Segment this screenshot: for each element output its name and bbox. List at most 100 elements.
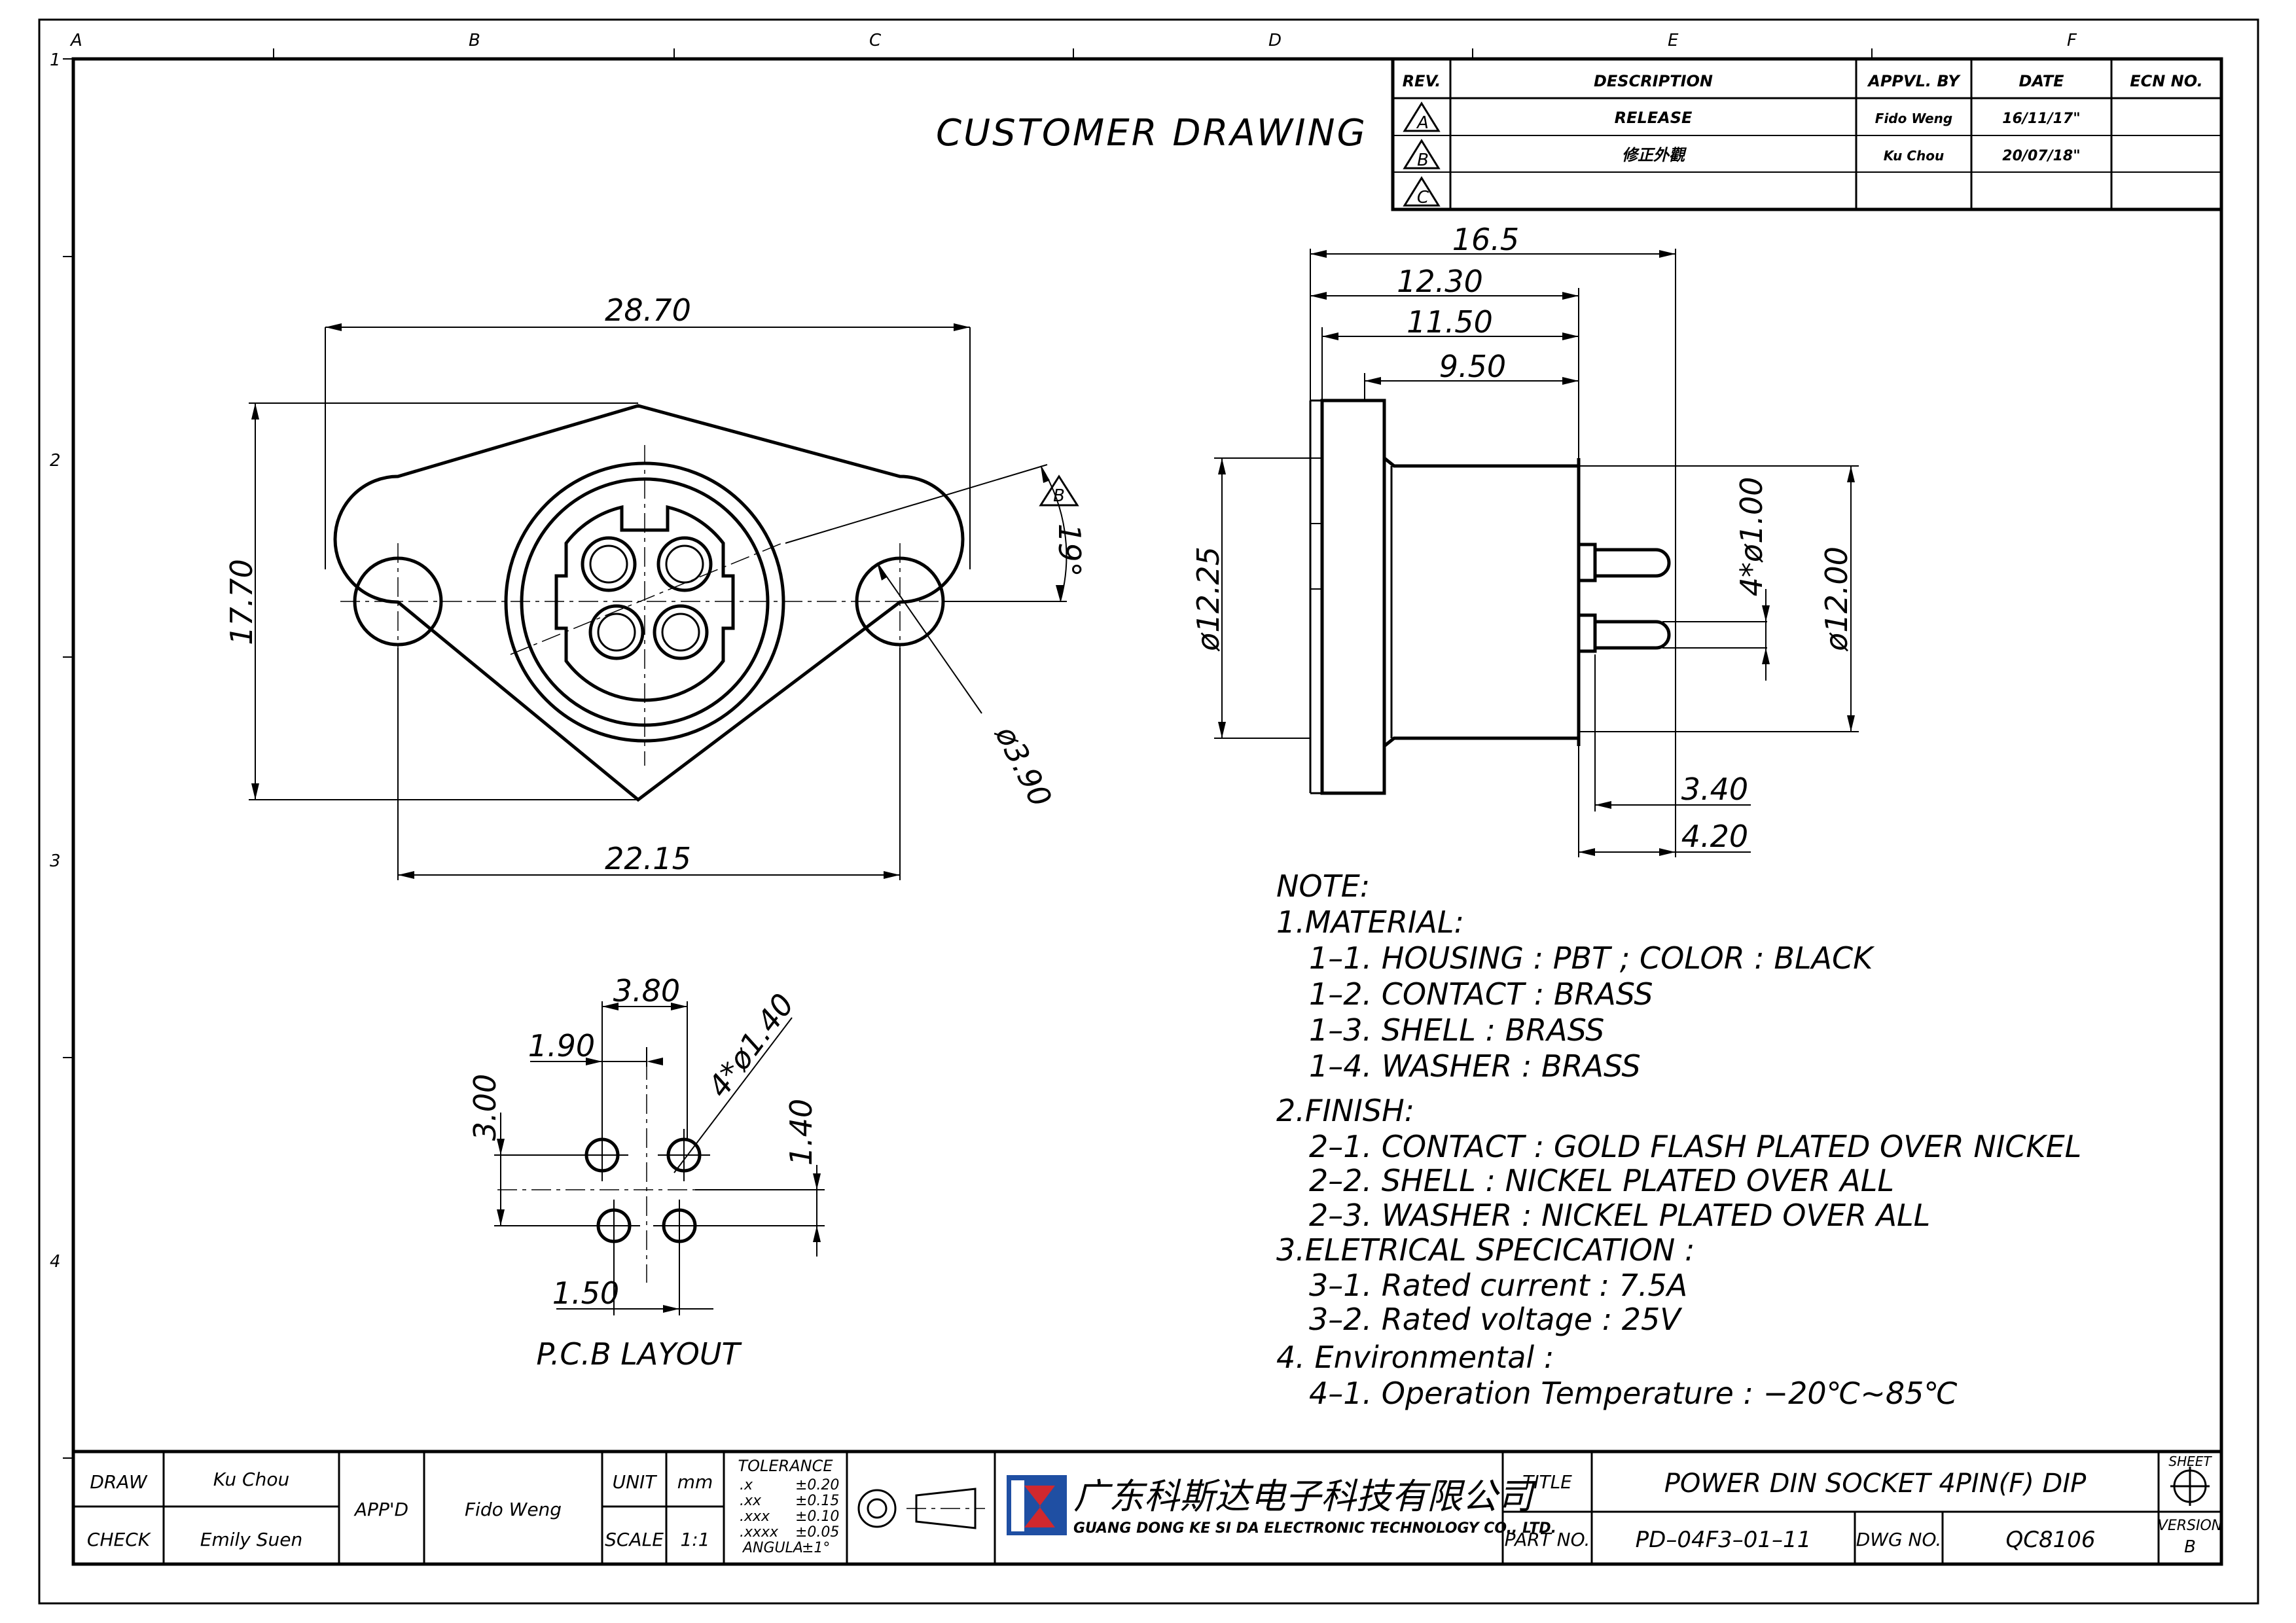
check-label: CHECK bbox=[87, 1529, 152, 1550]
rev-triangles bbox=[1403, 101, 1441, 207]
zone-row-2: 2 bbox=[50, 451, 61, 471]
zone-row-4: 4 bbox=[50, 1252, 61, 1272]
rev-b-date: 20/07/18" bbox=[2002, 148, 2080, 164]
rev-a-approved: Fido Weng bbox=[1875, 111, 1952, 126]
dim-22-15: 22.15 bbox=[605, 841, 691, 876]
dim-9-50: 9.50 bbox=[1439, 349, 1506, 384]
tol-value: ±0.05 bbox=[795, 1524, 839, 1541]
draw-value: Ku Chou bbox=[213, 1469, 289, 1490]
dim-3-00: 3.00 bbox=[467, 1074, 503, 1141]
tol-key: .xxxx bbox=[740, 1524, 779, 1541]
note-line: NOTE: bbox=[1276, 868, 1370, 904]
version-value: B bbox=[2184, 1537, 2196, 1557]
zone-col-d: D bbox=[1268, 31, 1282, 50]
scale-label: SCALE bbox=[605, 1529, 664, 1550]
dim-body-dia: ø12.00 bbox=[1819, 546, 1854, 652]
part-no-value: PD–04F3–01–11 bbox=[1636, 1527, 1812, 1553]
angle-rev-letter: B bbox=[1053, 486, 1065, 506]
dim-hole-dia: ø3.90 bbox=[988, 720, 1059, 813]
note-line: 4–1. Operation Temperature : −20℃~85℃ bbox=[1309, 1376, 1958, 1411]
scale-value: 1:1 bbox=[680, 1529, 709, 1550]
tolerance-label: TOLERANCE bbox=[738, 1457, 833, 1475]
rev-header-rev: REV. bbox=[1403, 72, 1441, 90]
rev-a-description: RELEASE bbox=[1615, 109, 1693, 127]
note-line: 1–2. CONTACT : BRASS bbox=[1309, 976, 1653, 1012]
pcb-layout-label: P.C.B LAYOUT bbox=[536, 1336, 742, 1372]
zone-ticks bbox=[63, 48, 1873, 1459]
rev-b-approved: Ku Chou bbox=[1884, 148, 1945, 164]
dim-angle: 19° bbox=[1052, 524, 1087, 577]
version-label: VERSION bbox=[2158, 1518, 2222, 1534]
pcb-layout bbox=[494, 1001, 825, 1315]
title-block bbox=[71, 1450, 2223, 1566]
dim-4-20: 4.20 bbox=[1681, 819, 1748, 854]
appd-value: Fido Weng bbox=[465, 1499, 562, 1520]
tol-key: ANGULA bbox=[742, 1540, 803, 1556]
tol-value: ±1° bbox=[802, 1540, 830, 1556]
zone-col-a: A bbox=[69, 31, 82, 50]
dim-28-70: 28.70 bbox=[605, 293, 691, 328]
zone-col-b: B bbox=[469, 31, 480, 50]
dim-1-50: 1.50 bbox=[552, 1275, 619, 1311]
front-view bbox=[249, 323, 1079, 880]
note-line: 3.ELETRICAL SPECICATION : bbox=[1276, 1232, 1695, 1268]
rev-b-description: 修正外觀 bbox=[1622, 146, 1687, 164]
unit-label: UNIT bbox=[613, 1471, 658, 1493]
dim-16-5: 16.5 bbox=[1452, 222, 1519, 257]
tol-key: .xxx bbox=[740, 1508, 770, 1525]
note-line: 2–3. WASHER : NICKEL PLATED OVER ALL bbox=[1309, 1198, 1930, 1233]
tol-key: .x bbox=[740, 1477, 753, 1493]
dim-3-40: 3.40 bbox=[1681, 772, 1748, 807]
inner-border bbox=[71, 57, 2223, 1566]
title-label: TITLE bbox=[1522, 1471, 1572, 1493]
unit-value: mm bbox=[677, 1471, 713, 1493]
zone-row-1: 1 bbox=[50, 50, 61, 70]
company-name-cn: 广东科斯达电子科技有限公司 bbox=[1073, 1476, 1536, 1517]
tolerance-list: .x ±0.20 .xx ±0.15 .xxx ±0.10 .xxxx ±0.0… bbox=[740, 1477, 839, 1556]
appd-label: APP'D bbox=[353, 1499, 408, 1520]
page-title: CUSTOMER DRAWING bbox=[936, 112, 1367, 154]
dim-3-80: 3.80 bbox=[613, 973, 680, 1008]
sheet-label: SHEET bbox=[2168, 1454, 2212, 1469]
drawing-title: POWER DIN SOCKET 4PIN(F) DIP bbox=[1664, 1469, 2087, 1499]
side-view bbox=[1214, 249, 1859, 857]
dim-flange-dia: ø12.25 bbox=[1191, 546, 1226, 652]
zone-col-f: F bbox=[2067, 31, 2077, 50]
note-line: 2–2. SHELL : NICKEL PLATED OVER ALL bbox=[1309, 1163, 1894, 1198]
rev-c-letter: C bbox=[1417, 188, 1429, 207]
rev-a-letter: A bbox=[1416, 113, 1429, 133]
rev-a-date: 16/11/17" bbox=[2002, 111, 2080, 127]
part-no-label: PART NO. bbox=[1505, 1529, 1590, 1550]
tol-value: ±0.10 bbox=[795, 1508, 839, 1525]
note-line: 1–4. WASHER : BRASS bbox=[1309, 1048, 1641, 1084]
rev-header-date: DATE bbox=[2019, 72, 2065, 90]
company-name-en: GUANG DONG KE SI DA ELECTRONIC TECHNOLOG… bbox=[1073, 1520, 1556, 1537]
note-line: 1–3. SHELL : BRASS bbox=[1309, 1012, 1604, 1048]
check-value: Emily Suen bbox=[200, 1529, 303, 1550]
zone-col-c: C bbox=[869, 31, 882, 50]
zone-row-3: 3 bbox=[50, 851, 61, 871]
dim-17-70: 17.70 bbox=[224, 559, 259, 645]
note-line: 4. Environmental : bbox=[1276, 1340, 1554, 1375]
zone-col-e: E bbox=[1668, 31, 1679, 50]
rev-b-letter: B bbox=[1417, 151, 1429, 170]
tol-value: ±0.20 bbox=[795, 1477, 839, 1493]
notes: NOTE: 1.MATERIAL: 1–1. HOUSING : PBT ; C… bbox=[1276, 868, 2081, 1411]
note-line: 3–2. Rated voltage : 25V bbox=[1309, 1302, 1683, 1337]
dwg-no-value: QC8106 bbox=[2005, 1527, 2095, 1553]
rev-header-ecn: ECN NO. bbox=[2130, 72, 2203, 90]
dim-11-50: 11.50 bbox=[1407, 304, 1493, 340]
tol-key: .xx bbox=[740, 1493, 762, 1509]
note-line: 1.MATERIAL: bbox=[1276, 904, 1464, 940]
note-line: 2.FINISH: bbox=[1276, 1093, 1414, 1128]
dim-pcb-holes: 4*ø1.40 bbox=[701, 987, 801, 1104]
dwg-no-label: DWG NO. bbox=[1856, 1529, 1942, 1550]
draw-label: DRAW bbox=[90, 1471, 148, 1493]
dim-pins: 4*ø1.00 bbox=[1734, 477, 1769, 597]
rev-header-approved: APPVL. BY bbox=[1867, 72, 1961, 90]
dim-12-30: 12.30 bbox=[1397, 264, 1483, 299]
dim-1-90: 1.90 bbox=[528, 1028, 595, 1063]
dim-1-40: 1.40 bbox=[783, 1099, 819, 1166]
note-line: 3–1. Rated current : 7.5A bbox=[1309, 1268, 1687, 1303]
